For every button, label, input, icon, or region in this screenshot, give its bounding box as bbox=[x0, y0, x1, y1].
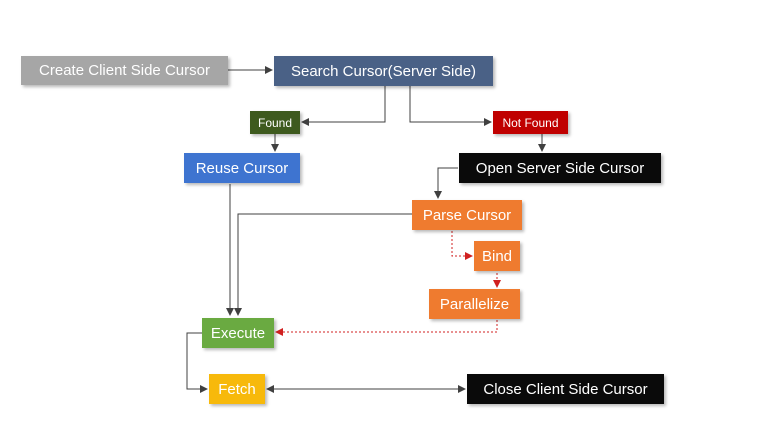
execute-node: Execute bbox=[202, 318, 274, 348]
close-client-cursor-label: Close Client Side Cursor bbox=[483, 380, 648, 398]
search-cursor-node: Search Cursor(Server Side) bbox=[274, 56, 493, 86]
edge-execute-to-fetch bbox=[186, 332, 208, 393]
reuse-cursor-node: Reuse Cursor bbox=[184, 153, 300, 183]
edge-parse-to-bind bbox=[451, 231, 473, 260]
edge-open-server-to-parse bbox=[434, 167, 458, 199]
fetch-node: Fetch bbox=[209, 374, 265, 404]
edge-search-to-not-found bbox=[409, 86, 492, 126]
reuse-cursor-label: Reuse Cursor bbox=[195, 159, 289, 177]
execute-label: Execute bbox=[210, 324, 266, 342]
found-node: Found bbox=[250, 111, 300, 134]
parse-cursor-node: Parse Cursor bbox=[412, 200, 522, 230]
parallelize-node: Parallelize bbox=[429, 289, 520, 319]
bind-node: Bind bbox=[474, 241, 520, 271]
not-found-label: Not Found bbox=[502, 115, 559, 130]
search-cursor-label: Search Cursor(Server Side) bbox=[290, 62, 477, 80]
bind-label: Bind bbox=[481, 247, 513, 265]
parallelize-label: Parallelize bbox=[439, 295, 510, 313]
fetch-label: Fetch bbox=[218, 380, 256, 398]
open-server-cursor-node: Open Server Side Cursor bbox=[459, 153, 661, 183]
create-client-cursor-label: Create Client Side Cursor bbox=[39, 62, 210, 79]
close-client-cursor-node: Close Client Side Cursor bbox=[467, 374, 664, 404]
edge-parse-to-execute bbox=[234, 213, 412, 316]
found-label: Found bbox=[257, 115, 293, 130]
open-server-cursor-label: Open Server Side Cursor bbox=[475, 159, 645, 177]
create-client-cursor-node: Create Client Side Cursor bbox=[21, 56, 228, 85]
parse-cursor-label: Parse Cursor bbox=[422, 206, 512, 224]
not-found-node: Not Found bbox=[493, 111, 568, 134]
edge-search-to-found bbox=[301, 86, 386, 126]
edge-parallelize-to-execute bbox=[275, 320, 498, 336]
